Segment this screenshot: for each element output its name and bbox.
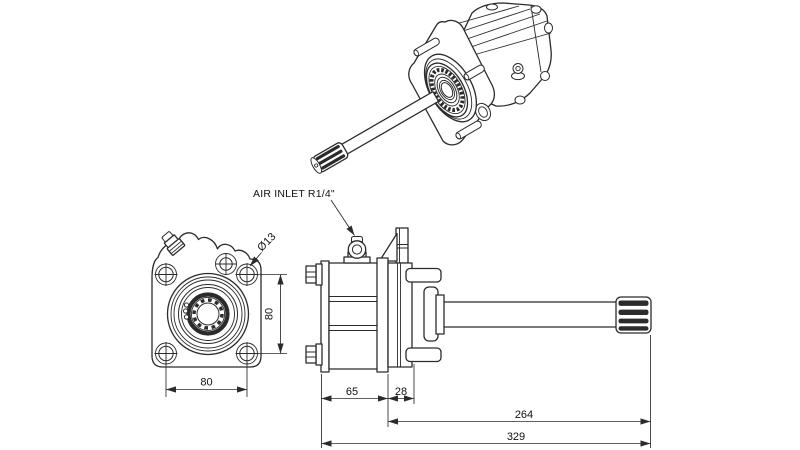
dim-housing-length: 65 [321,386,388,402]
isometric-view [310,2,553,174]
side-shaft [441,301,618,328]
side-flange [376,257,389,373]
iso-bearing [425,62,469,118]
air-inlet-label: AIR INLET R1/4" [253,188,335,200]
front-spline-bore [192,298,224,330]
dim-total-length: 329 [321,431,651,447]
side-air-valve [343,236,371,264]
dim-text-28: 28 [395,386,407,398]
side-bolt [305,343,323,366]
side-view [305,227,652,373]
dim-bolt-spacing-horizontal: 80 [165,360,248,397]
dim-bell-length: 28 [388,386,414,402]
iso-corner-boss [530,5,542,14]
iso-spline-tip [310,142,349,174]
front-breather-fitting [161,231,186,256]
dim-text-264: 264 [515,409,533,421]
side-bearing-lobe [405,267,442,283]
front-center-bore [166,272,250,356]
iso-stud [463,64,485,81]
iso-corner-boss [544,22,553,34]
dim-text-horizontal-80: 80 [200,377,212,389]
iso-corner-boss [514,95,526,105]
dim-shaft-length: 264 [388,409,651,425]
iso-corner-boss [540,71,550,81]
side-bolt [305,263,323,286]
side-body [328,262,379,370]
callout-air-inlet: AIR INLET R1/4" [253,188,355,236]
side-bearing-lobe [405,347,442,363]
dim-text-65: 65 [346,386,358,398]
iso-port-fitting [511,63,525,81]
dim-text-vertical-80: 80 [264,308,276,320]
iso-pump-body [455,2,553,107]
dim-bolt-spacing-vertical: 80 [254,274,287,354]
iso-top-boss [486,3,498,11]
side-shaft-step [435,294,445,335]
side-spline-end [615,296,652,334]
dim-text-329: 329 [507,431,525,443]
iso-stud [455,120,482,140]
iso-shaft-assembly [310,53,478,174]
iso-stud [413,37,440,57]
front-view [151,231,262,368]
